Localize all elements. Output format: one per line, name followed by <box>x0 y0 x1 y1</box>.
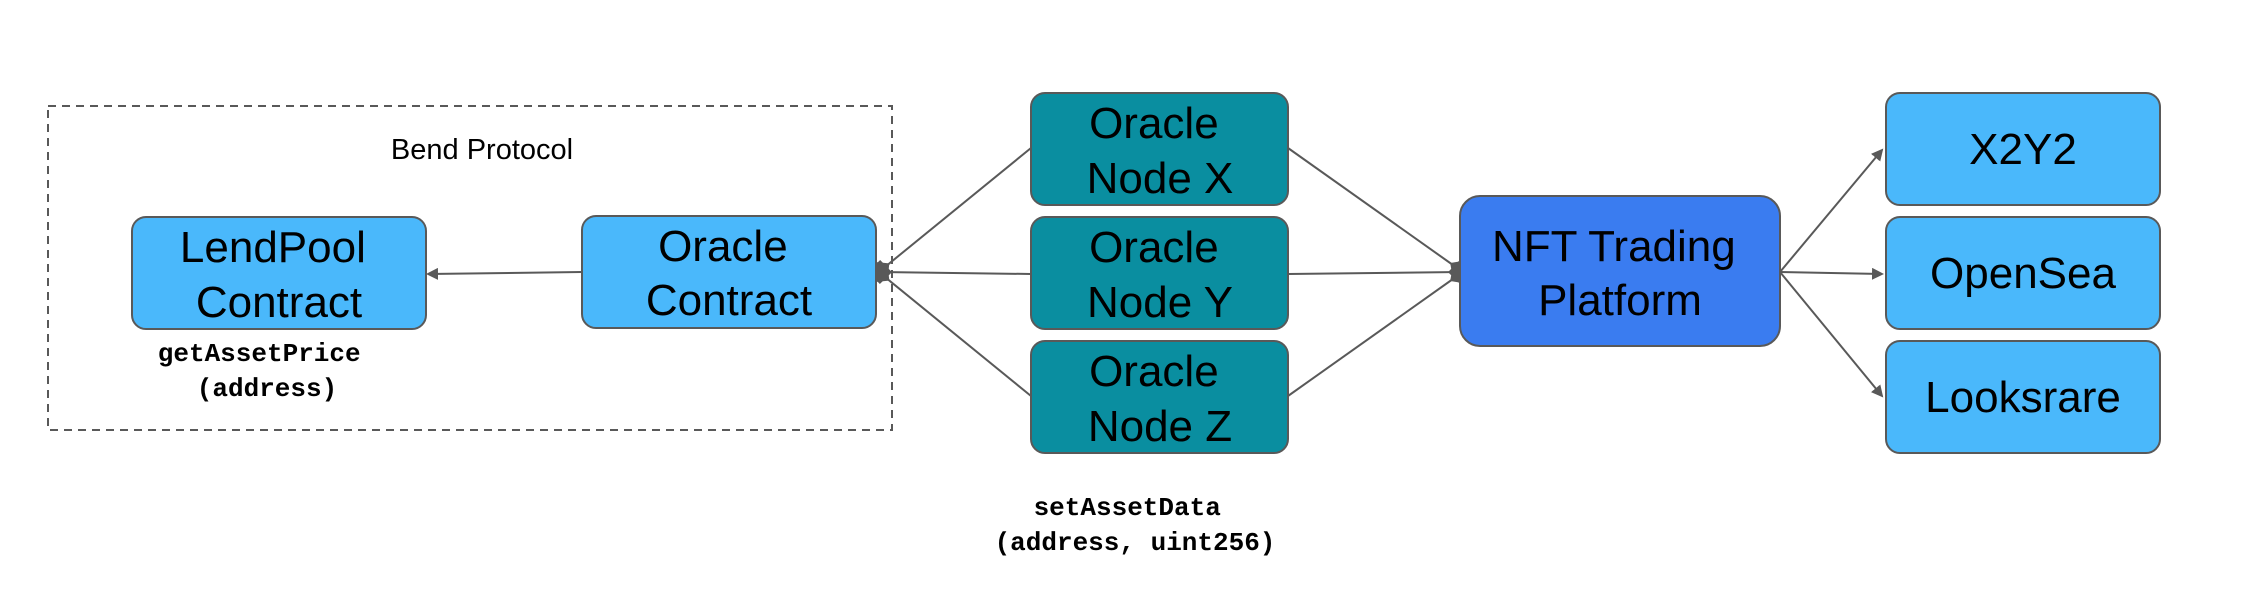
set-asset-data-line-2: (address, uint256) <box>995 528 1276 558</box>
oracle-contract-node: Oracle Contract <box>581 215 877 329</box>
edge-oracle-contract-to-lendpool <box>426 267 583 280</box>
oracle-node-z-line-1: Oracle <box>1089 347 1219 396</box>
opensea-label: OpenSea <box>1930 249 2116 298</box>
lendpool-contract-line-1: LendPool <box>180 223 366 272</box>
oracle-node-y: Oracle Node Y <box>1030 216 1289 330</box>
looksrare-label: Looksrare <box>1925 373 2121 422</box>
oracle-node-y-line-1: Oracle <box>1089 223 1219 272</box>
edge-oracle-node-y-to-nft-platform <box>1287 260 1472 284</box>
nft-trading-platform-line-2: Platform <box>1538 276 1702 325</box>
svg-text:Oracle Node X: Oracle Node X <box>1087 99 1234 203</box>
bend-protocol-label: Bend Protocol <box>391 134 573 166</box>
nft-trading-platform-line-1: NFT Trading <box>1492 222 1736 271</box>
oracle-node-x: Oracle Node X <box>1030 92 1289 206</box>
edges <box>426 147 1884 398</box>
set-asset-data-label: setAssetData (address, uint256) <box>995 493 1276 558</box>
edge-oracle-node-y-to-oracle-contract <box>868 260 1032 284</box>
edge-nft-platform-to-opensea <box>1779 267 1884 280</box>
oracle-node-z: Oracle Node Z <box>1030 340 1289 454</box>
svg-text:NFT Trading Platform: NFT Trading Platform <box>1492 222 1748 325</box>
svg-text:LendPool Contract: LendPool Contract <box>180 223 378 327</box>
edge-oracle-node-z-to-oracle-contract <box>870 263 1032 397</box>
nft-trading-platform-node: NFT Trading Platform <box>1459 195 1781 347</box>
looksrare-node: Looksrare <box>1885 340 2161 454</box>
get-asset-price-label: getAssetPrice (address) <box>158 339 376 404</box>
x2y2-label: X2Y2 <box>1969 125 2077 174</box>
oracle-node-x-line-2: Node X <box>1087 154 1234 203</box>
edge-oracle-node-x-to-oracle-contract <box>870 147 1032 281</box>
svg-text:Oracle Contract: Oracle Contract <box>646 222 812 325</box>
oracle-node-z-line-2: Node Z <box>1088 402 1232 451</box>
edge-nft-platform-to-x2y2 <box>1779 148 1884 273</box>
bend-protocol-boundary <box>47 105 893 431</box>
bend-protocol-group: Bend Protocol <box>47 105 893 431</box>
oracle-contract-line-2: Contract <box>646 276 812 325</box>
opensea-node: OpenSea <box>1885 216 2161 330</box>
svg-text:Oracle Node Z: Oracle Node Z <box>1088 347 1232 451</box>
lendpool-contract-node: LendPool Contract <box>131 216 427 330</box>
get-asset-price-line-2: (address) <box>197 374 337 404</box>
edge-oracle-node-z-to-nft-platform <box>1287 264 1470 397</box>
oracle-node-y-line-2: Node Y <box>1087 278 1233 327</box>
set-asset-data-line-1: setAssetData <box>1034 493 1221 523</box>
get-asset-price-line-1: getAssetPrice <box>158 339 361 369</box>
svg-text:Oracle Node Y: Oracle Node Y <box>1087 223 1233 327</box>
oracle-node-x-line-1: Oracle <box>1089 99 1219 148</box>
oracle-contract-line-1: Oracle <box>658 222 788 271</box>
edge-oracle-node-x-to-nft-platform <box>1287 147 1470 280</box>
lendpool-contract-line-2: Contract <box>196 278 362 327</box>
edge-nft-platform-to-looksrare <box>1779 271 1884 398</box>
x2y2-node: X2Y2 <box>1885 92 2161 206</box>
